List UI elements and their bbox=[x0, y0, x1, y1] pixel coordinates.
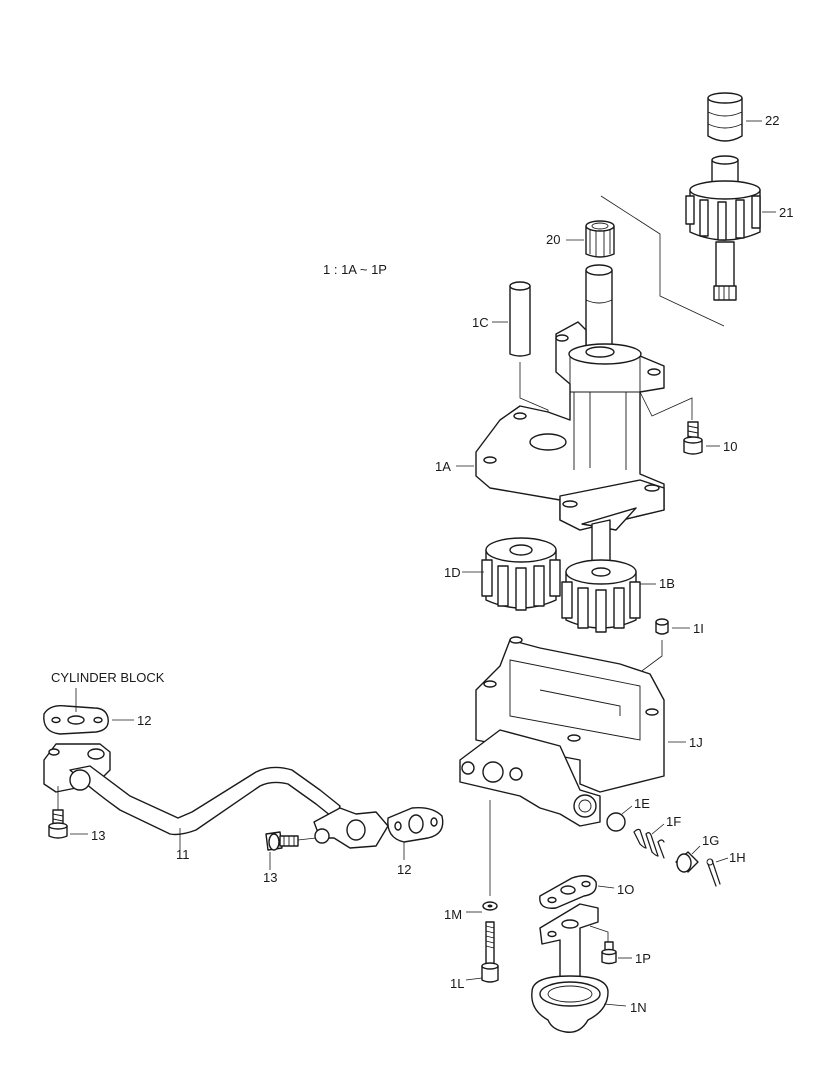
part-1h-split-pin bbox=[706, 857, 729, 887]
part-1e-ball bbox=[606, 805, 633, 832]
part-1o-gasket bbox=[539, 875, 615, 909]
part-1n-strainer bbox=[531, 903, 627, 1033]
part-1p-bolt bbox=[589, 925, 632, 965]
label-20: 20 bbox=[546, 232, 561, 247]
label-10: 10 bbox=[723, 439, 738, 454]
label-1e: 1E bbox=[634, 796, 650, 811]
part-1l-bolt bbox=[465, 921, 499, 983]
label-1n: 1N bbox=[630, 1000, 647, 1015]
label-1a: 1A bbox=[435, 459, 451, 474]
label-1j: 1J bbox=[689, 735, 703, 750]
part-1c-dowel-pin bbox=[492, 281, 549, 436]
label-13-left: 13 bbox=[91, 828, 106, 843]
cylinder-block-label: CYLINDER BLOCK bbox=[51, 670, 165, 685]
part-11-oil-pipe bbox=[43, 743, 389, 850]
label-1b: 1B bbox=[659, 576, 675, 591]
label-12-upper: 12 bbox=[137, 713, 152, 728]
part-1f-spring bbox=[633, 823, 665, 859]
part-1a-pump-body bbox=[456, 321, 665, 531]
label-11: 11 bbox=[176, 847, 190, 862]
part-12-gasket-lower bbox=[387, 806, 444, 860]
label-13-right: 13 bbox=[263, 870, 278, 885]
part-1b-drive-gear bbox=[561, 559, 656, 633]
part-22-bushing bbox=[707, 92, 762, 142]
label-1h: 1H bbox=[729, 850, 746, 865]
label-1i: 1I bbox=[693, 621, 704, 636]
pump-shaft bbox=[585, 264, 613, 353]
part-1m-washer bbox=[466, 800, 498, 913]
part-12-gasket-upper bbox=[43, 688, 134, 735]
label-1l: 1L bbox=[450, 976, 465, 991]
label-21: 21 bbox=[779, 205, 794, 220]
part-1j-pump-case bbox=[459, 636, 686, 827]
label-22: 22 bbox=[765, 113, 780, 128]
part-20-needle-bearing bbox=[566, 220, 615, 258]
part-13-bolt-right bbox=[265, 831, 317, 870]
assembly-note: 1 : 1A ~ 1P bbox=[323, 262, 387, 277]
label-1f: 1F bbox=[666, 814, 682, 829]
part-21-drive-gear bbox=[685, 155, 776, 301]
label-12-lower: 12 bbox=[397, 862, 412, 877]
label-1c: 1C bbox=[472, 315, 489, 330]
part-1g-plug bbox=[675, 845, 701, 873]
part-1d-driven-gear bbox=[462, 537, 561, 611]
part-13-bolt-left bbox=[48, 786, 88, 839]
label-1o: 1O bbox=[617, 882, 635, 897]
part-10-bolt bbox=[639, 391, 720, 455]
label-1p: 1P bbox=[635, 951, 651, 966]
label-1m: 1M bbox=[444, 907, 463, 922]
part-1i-pin bbox=[615, 618, 690, 691]
label-1g: 1G bbox=[702, 833, 720, 848]
label-1d: 1D bbox=[444, 565, 461, 580]
